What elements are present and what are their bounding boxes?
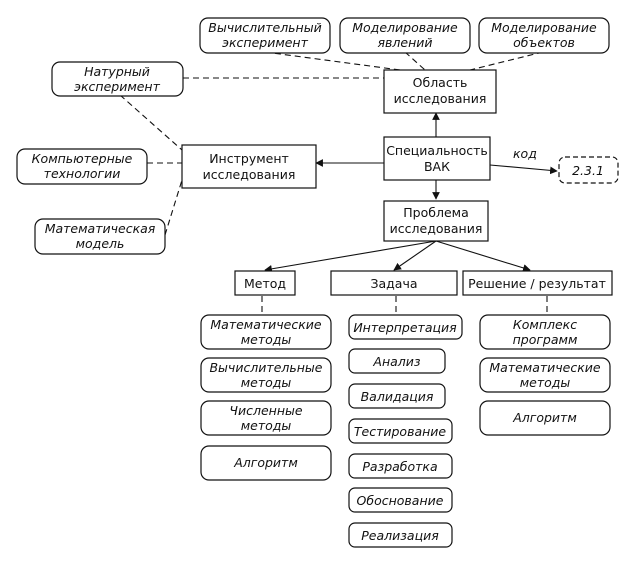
svg-text:Задача: Задача [370,276,417,291]
svg-text:методы: методы [241,332,292,347]
area-node: Область исследования [383,69,497,114]
svg-text:технологии: технологии [44,166,121,181]
instrument-item-comp-tech: Компьютерные технологии [16,148,148,185]
svg-text:Обоснование: Обоснование [357,493,444,508]
area-item-model-obj: Моделирование объектов [478,17,610,54]
svg-text:Вычислительные: Вычислительные [209,360,322,375]
svg-text:Валидация: Валидация [361,389,434,404]
svg-text:методы: методы [241,375,292,390]
method-item-algorithm: Алгоритм [200,445,332,481]
arrow-to-method [264,240,437,273]
solution-node: Решение / результат [462,270,613,296]
task-item-validation: Валидация [348,383,446,409]
area-item-model-phen: Моделирование явлений [339,17,471,54]
svg-text:методы: методы [241,418,292,433]
dash-area-model-obj [469,51,544,71]
svg-text:Моделирование: Моделирование [491,20,597,35]
svg-text:исследования: исследования [394,91,487,106]
task-item-justification: Обоснование [348,487,453,513]
svg-text:Алгоритм: Алгоритм [233,455,298,470]
svg-text:Математические: Математические [210,317,322,332]
svg-text:явлений: явлений [378,35,433,50]
code-label: код [513,146,537,161]
speciality-node: Специальность ВАК [383,136,491,181]
svg-text:Математические: Математические [489,360,601,375]
area-item-comp-exp: Вычислительный эксперимент [199,17,331,54]
task-item-testing: Тестирование [348,418,453,444]
arrow-to-code [489,164,558,175]
arrow-to-task [393,240,437,271]
svg-text:эксперимент: эксперимент [222,35,308,50]
svg-text:Алгоритм: Алгоритм [512,410,577,425]
code-value-node: 2.3.1 [558,156,619,184]
solution-item-software-complex: Комплекс программ [479,314,611,350]
instrument-node: Инструмент исследования [181,144,317,189]
svg-text:исследования: исследования [203,167,296,182]
svg-text:Специальность: Специальность [386,143,488,158]
svg-text:программ: программ [513,332,578,347]
task-item-implementation: Реализация [348,522,453,548]
svg-text:Натурный: Натурный [84,64,150,79]
svg-text:2.3.1: 2.3.1 [572,163,604,178]
svg-text:Инструмент: Инструмент [209,151,289,166]
svg-text:Реализация: Реализация [361,528,439,543]
area-item-natural-exp: Натурный эксперимент [51,61,184,97]
svg-text:Вычислительный: Вычислительный [208,20,321,35]
svg-text:Тестирование: Тестирование [354,424,447,439]
svg-text:эксперимент: эксперимент [74,79,160,94]
dash-instr-natural-exp [119,94,183,151]
svg-text:Математическая: Математическая [45,221,156,236]
task-item-analysis: Анализ [348,348,446,374]
solution-item-math-methods: Математические методы [479,357,611,393]
svg-text:Интерпретация: Интерпретация [353,320,457,335]
svg-text:Проблема: Проблема [403,205,468,220]
svg-text:Метод: Метод [244,276,286,291]
task-item-interpretation: Интерпретация [348,314,463,340]
arrow-to-solution [435,240,531,272]
svg-text:Численные: Численные [229,403,302,418]
svg-text:Область: Область [413,75,468,90]
svg-text:Анализ: Анализ [372,354,420,369]
problem-node: Проблема исследования [383,200,489,242]
method-item-numeric-methods: Численные методы [200,400,332,436]
svg-text:ВАК: ВАК [424,159,450,174]
method-node: Метод [234,270,296,296]
task-item-development: Разработка [348,453,453,479]
task-node: Задача [330,270,458,296]
dash-area-comp-exp [264,51,401,71]
svg-text:модель: модель [76,236,125,251]
dash-area-model-phen [404,51,426,71]
svg-text:объектов: объектов [513,35,575,50]
svg-text:Моделирование: Моделирование [352,20,458,35]
instrument-item-math-model: Математическая модель [34,218,166,255]
svg-text:Комплекс: Комплекс [513,317,577,332]
svg-text:исследования: исследования [390,221,483,236]
solution-item-algorithm: Алгоритм [479,400,611,436]
dash-instr-math-model [164,179,183,236]
method-item-comp-methods: Вычислительные методы [200,357,332,393]
method-item-math-methods: Математические методы [200,314,332,350]
svg-text:Решение / результат: Решение / результат [468,276,606,291]
svg-text:Компьютерные: Компьютерные [32,151,133,166]
svg-text:методы: методы [520,375,571,390]
connectors [119,51,558,314]
svg-text:Разработка: Разработка [362,459,437,474]
